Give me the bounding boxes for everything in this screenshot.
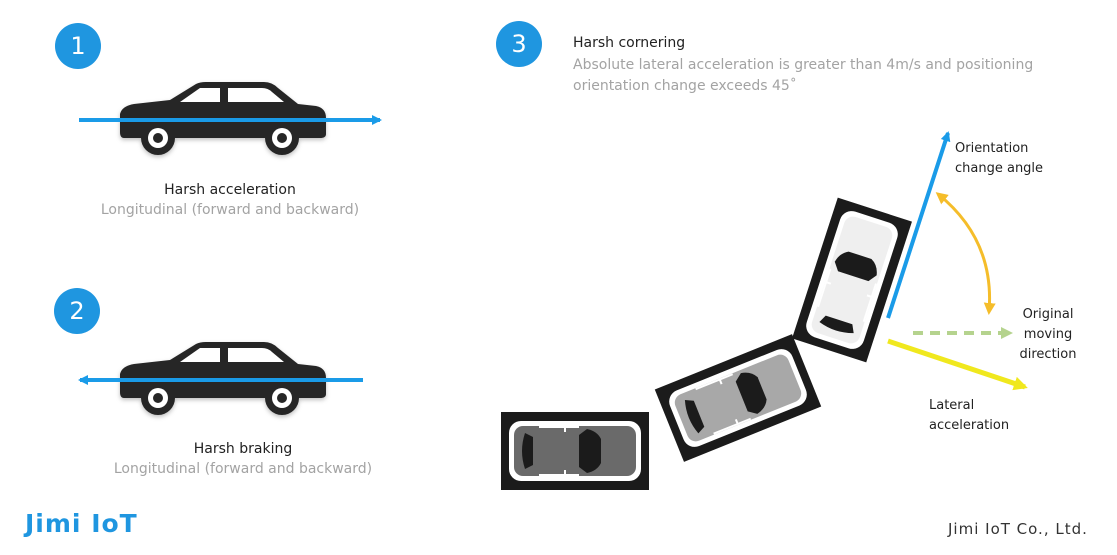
- braking-subtitle: Longitudinal (forward and backward): [113, 461, 373, 477]
- original-label-line3: direction: [1019, 347, 1077, 362]
- lateral-label-line1: Lateral: [929, 398, 975, 413]
- orientation-label-line2: change angle: [955, 161, 1044, 176]
- braking-caption: Harsh braking Longitudinal (forward and …: [93, 441, 393, 477]
- cornering-title: Harsh cornering: [573, 35, 686, 51]
- orientation-angle-arc: [935, 192, 996, 315]
- step-badge-3: 3: [496, 21, 542, 67]
- cornering-car-3-icon: [791, 196, 913, 364]
- company-name: Jimi IoT Co., Ltd.: [948, 520, 1088, 538]
- cornering-car-1-icon: [500, 411, 650, 491]
- acceleration-subtitle: Longitudinal (forward and backward): [100, 202, 360, 218]
- jimi-iot-logo: Jimi IoT: [25, 509, 138, 538]
- original-direction-label: Original moving direction: [1012, 305, 1084, 365]
- original-label-line1: Original: [1022, 307, 1074, 322]
- cornering-car-2-icon: [653, 333, 823, 463]
- lateral-acceleration-arrow: [887, 338, 1028, 391]
- braking-title: Harsh braking: [193, 441, 293, 457]
- original-label-line2: moving: [1023, 327, 1073, 342]
- step-badge-2: 2: [54, 288, 100, 334]
- cornering-caption: Harsh cornering Absolute lateral acceler…: [573, 35, 1093, 97]
- acceleration-caption: Harsh acceleration Longitudinal (forward…: [80, 182, 380, 218]
- lateral-acceleration-label: Lateral acceleration: [929, 396, 1009, 436]
- orientation-label-line1: Orientation: [955, 141, 1029, 156]
- lateral-label-line2: acceleration: [929, 418, 1010, 433]
- step-badge-1: 1: [55, 23, 101, 69]
- cornering-desc-line2: orientation change exceeds 45˚: [573, 78, 797, 94]
- orientation-change-label: Orientation change angle: [955, 139, 1043, 179]
- orientation-arrow: [886, 131, 951, 319]
- acceleration-title: Harsh acceleration: [164, 182, 296, 198]
- cornering-desc-line1: Absolute lateral acceleration is greater…: [573, 57, 1034, 73]
